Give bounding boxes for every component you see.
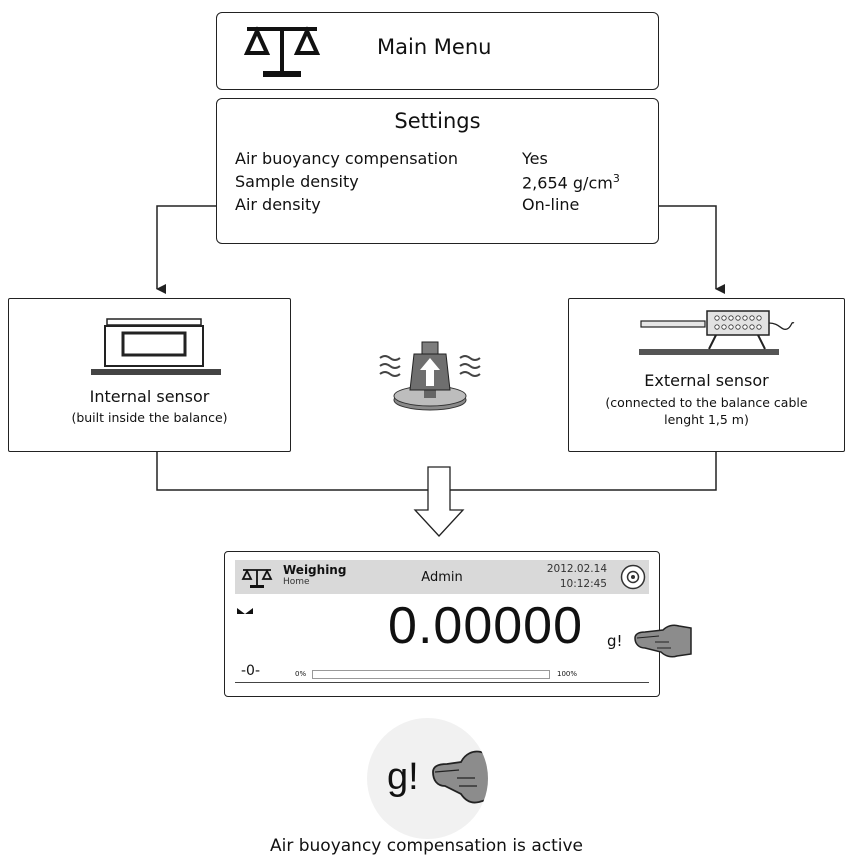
date-readout: 2012.02.14 [546,563,607,575]
zero-indicator: -0- [241,663,261,679]
time-readout: 10:12:45 [559,578,607,590]
user-name: Admin [421,570,463,585]
zoom-indicator-circle: g! [367,718,488,839]
setting-value-air-density[interactable]: On-line [522,195,580,214]
balance-display: Weighing Home Admin 2012.02.14 10:12:45 … [224,551,692,697]
internal-sensor-title: Internal sensor [89,387,210,406]
pointing-hand-icon [634,624,692,658]
main-menu-title: Main Menu [377,35,492,59]
pointing-hand-icon [432,750,488,804]
progress-min-label: 0% [295,670,307,678]
external-sensor-title: External sensor [644,371,769,390]
zoom-unit-symbol: g! [387,756,419,798]
setting-label-sample-density: Sample density [235,172,359,191]
balance-scale-icon[interactable] [241,567,273,589]
caption: Air buoyancy compensation is active [269,836,583,856]
internal-sensor-box: Internal sensor (built inside the balanc… [8,298,291,452]
mode-title: Weighing [283,563,347,577]
external-sensor-box: External sensor (connected to the balanc… [568,298,845,452]
external-sensor-subtitle: (connected to the balance cable lenght 1… [605,395,808,427]
setting-value-sample-density[interactable]: 2,654 g/cm3 [522,172,620,192]
settings-title: Settings [394,109,481,133]
air-buoyancy-weight-icon [379,341,481,411]
progress-max-label: 100% [557,670,578,678]
display-header: Weighing Home Admin 2012.02.14 10:12:45 [235,560,649,594]
screen-name: Home [283,577,310,587]
hollow-down-arrow [413,466,465,537]
balance-scale-icon [243,26,321,77]
capacity-progress-bar [312,670,550,679]
balance-device-icon [91,318,221,375]
arrow-to-internal [156,205,224,294]
weight-reading: 0.00000 [388,597,583,655]
weight-unit: g! [607,632,623,650]
target-button-icon[interactable] [620,564,646,590]
display-divider [235,682,649,683]
sample-density-number: 2,654 g/cm [522,173,613,193]
setting-label-air-buoyancy: Air buoyancy compensation [235,149,459,168]
external-sensor-device-icon [639,310,795,355]
internal-sensor-subtitle: (built inside the balance) [71,410,228,425]
sample-density-exponent: 3 [612,172,620,185]
setting-label-air-density: Air density [235,195,321,214]
main-menu-box[interactable]: Main Menu [216,12,659,90]
settings-box: Settings Air buoyancy compensation Yes S… [216,98,659,244]
stability-marker-icon [237,608,253,614]
setting-value-air-buoyancy[interactable]: Yes [522,149,548,168]
